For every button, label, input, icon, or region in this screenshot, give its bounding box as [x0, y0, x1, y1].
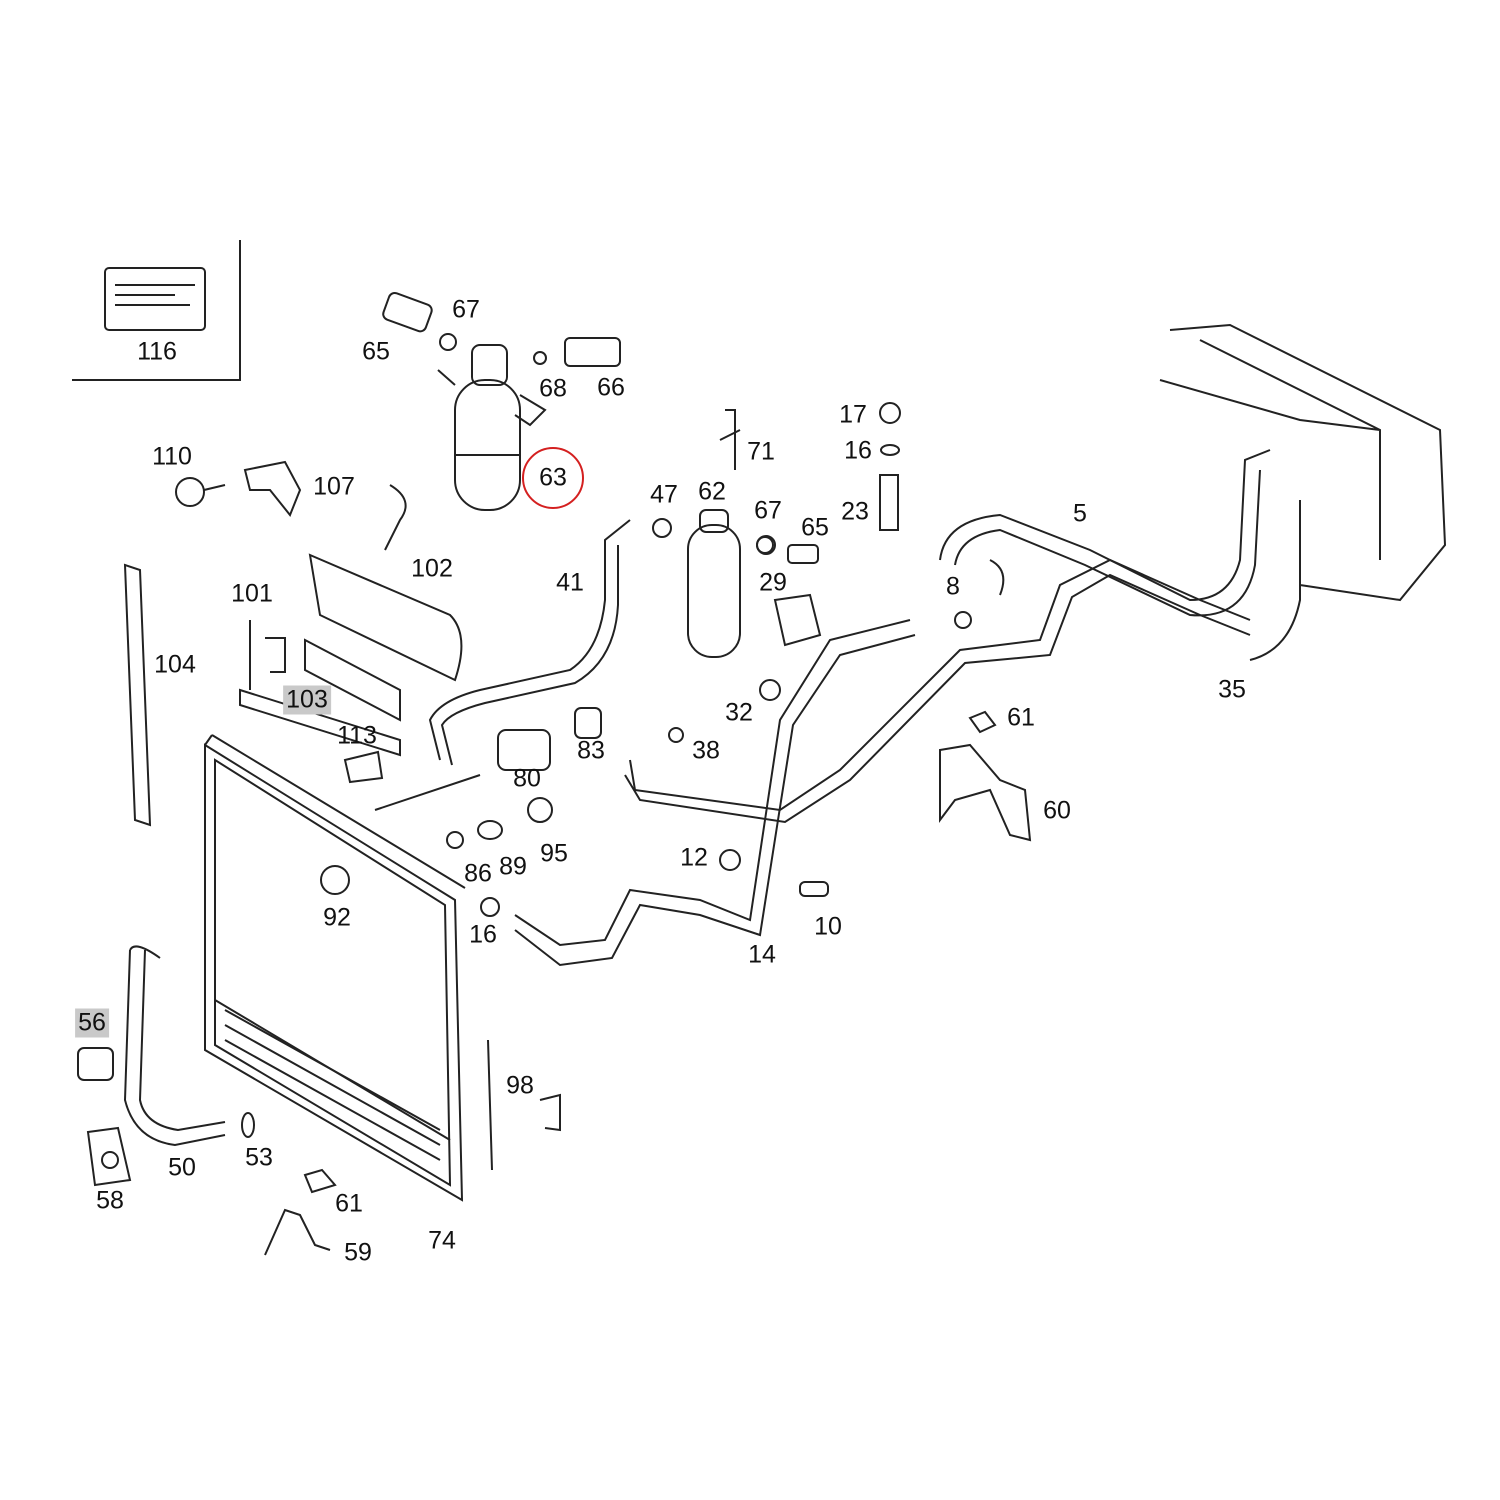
- part-label[interactable]: 66: [597, 373, 625, 402]
- part-label[interactable]: 58: [96, 1186, 124, 1215]
- part-label[interactable]: 16: [844, 436, 872, 465]
- part-label[interactable]: 12: [680, 843, 708, 872]
- part-107-clip: [243, 460, 302, 517]
- part-label[interactable]: 95: [540, 839, 568, 868]
- part-label[interactable]: 50: [168, 1153, 196, 1182]
- part-label[interactable]: 32: [725, 698, 753, 727]
- part-label[interactable]: 116: [137, 337, 177, 366]
- part-label[interactable]: 98: [506, 1071, 534, 1100]
- part-label[interactable]: 53: [245, 1143, 273, 1172]
- part-label[interactable]: 10: [814, 912, 842, 941]
- part-110-bolt: [175, 477, 226, 507]
- part-label[interactable]: 62: [698, 477, 726, 506]
- part-label[interactable]: 61: [1007, 703, 1035, 732]
- part-65-pressure-switch: [382, 292, 457, 351]
- part-label[interactable]: 107: [313, 472, 355, 501]
- part-label[interactable]: 67: [754, 496, 782, 525]
- part-63-receiver-drier: [437, 344, 547, 511]
- part-label[interactable]: 102: [411, 554, 453, 583]
- part-label[interactable]: 101: [231, 579, 273, 608]
- part-label[interactable]: 29: [759, 568, 787, 597]
- part-label-highlighted[interactable]: 103: [283, 685, 331, 715]
- part-label[interactable]: 38: [692, 736, 720, 765]
- part-label[interactable]: 17: [839, 400, 867, 429]
- part-label[interactable]: 61: [335, 1189, 363, 1218]
- part-label[interactable]: 104: [154, 650, 196, 679]
- part-label[interactable]: 86: [464, 859, 492, 888]
- part-label[interactable]: 74: [428, 1226, 456, 1255]
- evaporator-housing: [1159, 323, 1447, 602]
- part-62-receiver-drier: [687, 509, 819, 658]
- part-label-selected[interactable]: 63: [539, 463, 567, 492]
- part-label[interactable]: 65: [362, 337, 390, 366]
- part-label[interactable]: 5: [1073, 499, 1087, 528]
- part-label[interactable]: 68: [539, 374, 567, 403]
- part-label[interactable]: 23: [841, 497, 869, 526]
- part-label[interactable]: 67: [452, 295, 480, 324]
- part-label[interactable]: 8: [946, 572, 960, 601]
- selected-part-callout: [522, 447, 584, 509]
- part-label[interactable]: 113: [337, 721, 377, 750]
- part-label-highlighted[interactable]: 56: [75, 1008, 109, 1038]
- part-label[interactable]: 60: [1043, 796, 1071, 825]
- part-label[interactable]: 35: [1218, 675, 1246, 704]
- part-label[interactable]: 16: [469, 920, 497, 949]
- part-label[interactable]: 80: [513, 764, 541, 793]
- part-116-info-card: [72, 240, 241, 381]
- part-label[interactable]: 47: [650, 480, 678, 509]
- refrigerant-lines: [123, 449, 1301, 1147]
- small-fittings: [77, 402, 1032, 1256]
- part-102-103-shroud: [239, 484, 463, 757]
- part-74-condenser: [204, 734, 466, 1202]
- part-66-pressure-switch: [533, 337, 621, 367]
- part-label[interactable]: 14: [748, 940, 776, 969]
- part-label[interactable]: 89: [499, 852, 527, 881]
- part-104-seal-strip: [123, 563, 152, 827]
- part-label[interactable]: 71: [747, 437, 775, 466]
- part-label[interactable]: 110: [152, 442, 192, 471]
- part-label[interactable]: 83: [577, 736, 605, 765]
- part-label[interactable]: 65: [801, 513, 829, 542]
- part-label[interactable]: 92: [323, 903, 351, 932]
- part-label[interactable]: 41: [556, 568, 584, 597]
- part-label[interactable]: 59: [344, 1238, 372, 1267]
